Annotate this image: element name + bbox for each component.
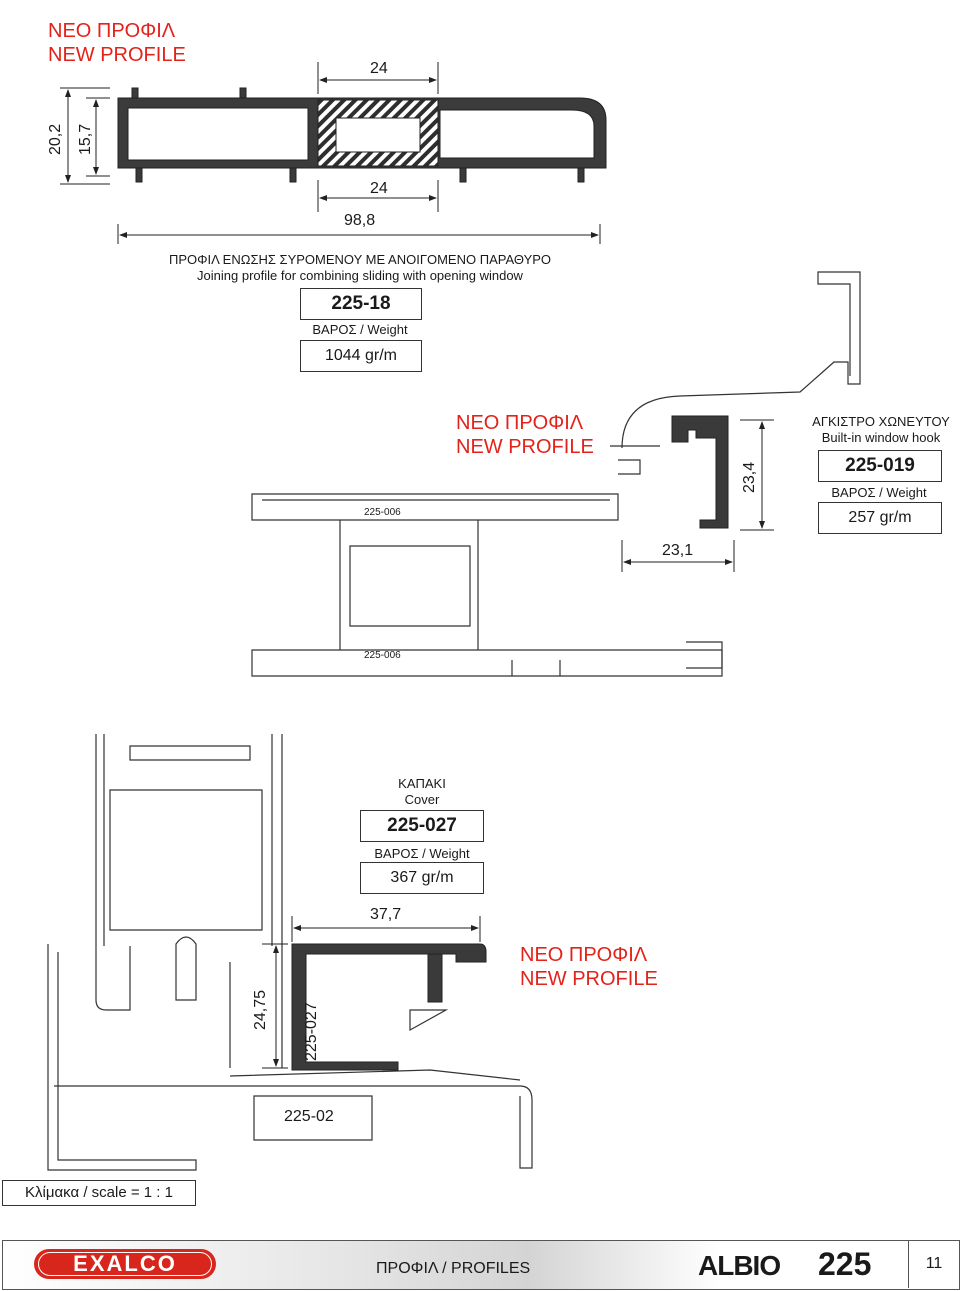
cover-weight-label: ΒΑΡΟΣ / Weight — [374, 846, 470, 861]
cover-vertical-label: 225-027 — [303, 1002, 320, 1061]
series-name: ALBIO — [698, 1250, 781, 1281]
cover-weight-value-box: 367 gr/m — [360, 862, 484, 894]
cover-code-box: 225-027 — [360, 810, 484, 842]
profile-225-006-label-top: 225-006 — [364, 507, 401, 518]
new-profile-label-en: NEW PROFILE — [48, 44, 186, 66]
profile-225-006-outline — [251, 271, 861, 677]
new-profile-label-gr: ΝΕΟ ΠΡΟΦΙΛ — [48, 20, 176, 42]
dim-hook-width: 23,1 — [662, 542, 694, 559]
weight-value-box: 1044 gr/m — [300, 340, 422, 372]
series-number: 225 — [818, 1246, 872, 1282]
profile-225-006-label-bottom: 225-006 — [364, 650, 401, 661]
section2-dimension-lines — [621, 419, 774, 572]
hook-title-gr: ΑΓΚΙΣΤΡΟ ΧΩΝΕΥΤΟΥ — [812, 414, 950, 429]
profile-225-027-drawing — [291, 943, 487, 1071]
section3-dimension-lines — [262, 916, 481, 1069]
scale-box: Κλίμακα / scale = 1 : 1 — [2, 1180, 196, 1206]
exalco-logo: EXALCO — [34, 1249, 216, 1279]
dim-total-width: 98,8 — [344, 212, 376, 229]
exalco-logo-text: EXALCO — [73, 1251, 177, 1276]
profile-title-gr: ΠΡΟΦΙΛ ΕΝΩΣΗΣ ΣΥΡΟΜΕΝΟΥ ΜΕ ΑΝΟΙΓΟΜΕΝΟ ΠΑ… — [168, 252, 552, 267]
profile-code-box: 225-18 — [300, 288, 422, 320]
footer-section-title: ΠΡΟΦΙΛ / PROFILES — [376, 1260, 531, 1277]
dim-outer-height: 20,2 — [47, 123, 64, 155]
dim-hook-height: 23,4 — [741, 461, 758, 493]
hook-title-en: Built-in window hook — [821, 430, 941, 445]
profile-225-18-drawing — [117, 87, 607, 183]
new-profile-label-en-2: NEW PROFILE — [456, 436, 594, 458]
profile-225-02-label: 225-02 — [284, 1108, 334, 1125]
new-profile-label-en-3: NEW PROFILE — [520, 968, 658, 990]
frame-assembly-outline — [47, 734, 533, 1171]
dim-bottom-width: 24 — [370, 180, 388, 197]
new-profile-label-gr-3: ΝΕΟ ΠΡΟΦΙΛ — [520, 944, 648, 966]
profile-title-en: Joining profile for combining sliding wi… — [197, 268, 523, 283]
dim-top-width: 24 — [370, 60, 388, 77]
profile-225-019-drawing — [671, 415, 729, 529]
hook-weight-value-box: 257 gr/m — [818, 502, 942, 534]
cover-title-en: Cover — [404, 792, 440, 807]
weight-label: ΒΑΡΟΣ / Weight — [312, 322, 408, 337]
section1-dimension-lines — [60, 62, 601, 244]
cover-title-gr: ΚΑΠΑΚΙ — [398, 776, 446, 791]
dim-inner-height: 15,7 — [77, 123, 94, 155]
hook-weight-label: ΒΑΡΟΣ / Weight — [831, 485, 927, 500]
page-number: 11 — [908, 1240, 959, 1288]
dim-cover-height: 24,75 — [252, 989, 269, 1030]
dim-cover-width: 37,7 — [370, 906, 402, 923]
new-profile-label-gr-2: ΝΕΟ ΠΡΟΦΙΛ — [456, 412, 584, 434]
hook-code-box: 225-019 — [818, 450, 942, 482]
